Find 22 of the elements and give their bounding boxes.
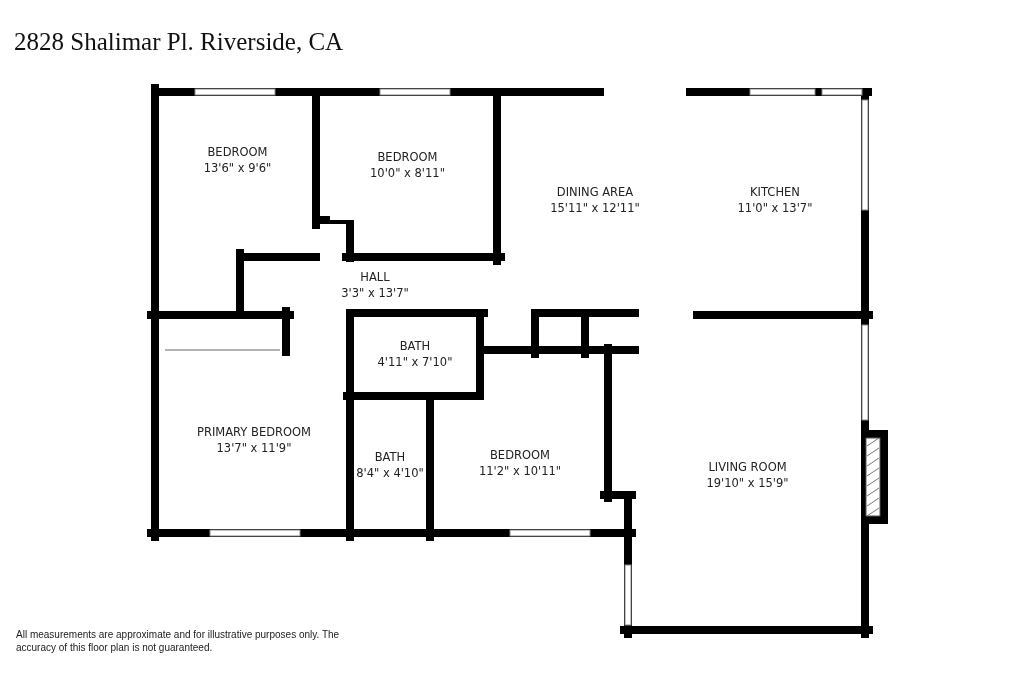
room-dimensions: 19'10" x 15'9" — [706, 475, 789, 491]
room-name: BEDROOM — [377, 149, 438, 165]
room-name: BATH — [399, 338, 431, 354]
room-dimensions: 3'3" x 13'7" — [341, 285, 409, 301]
room-name: LIVING ROOM — [708, 459, 787, 475]
room-dimensions: 13'6" x 9'6" — [203, 160, 272, 176]
room-name: BATH — [374, 449, 406, 465]
room-name: HALL — [360, 269, 390, 285]
room-dimensions: 4'11" x 7'10" — [377, 354, 453, 370]
address-title: 2828 Shalimar Pl. Riverside, CA — [14, 28, 344, 56]
room-name: KITCHEN — [750, 184, 800, 200]
room-dimensions: 15'11" x 12'11" — [550, 200, 640, 216]
room-name: BEDROOM — [490, 446, 550, 463]
room-dimensions: 11'0" x 13'7" — [737, 200, 813, 216]
room-name: DINING AREA — [556, 184, 634, 200]
disclaimer-note: All measurements are approximate and for illustrative purposes only. The accuracy of this floor plan is not guaranteed. — [16, 628, 341, 654]
room-dimensions: 8'4" x 4'10" — [356, 465, 424, 481]
room-name: BEDROOM — [207, 144, 268, 160]
room-dimensions: 10'0" x 8'11" — [370, 165, 445, 181]
room-name: PRIMARY BEDROOM — [196, 424, 312, 440]
room-dimensions: 11'2" x 10'11" — [478, 462, 562, 479]
room-dimensions: 13'7" x 11'9" — [216, 440, 292, 456]
